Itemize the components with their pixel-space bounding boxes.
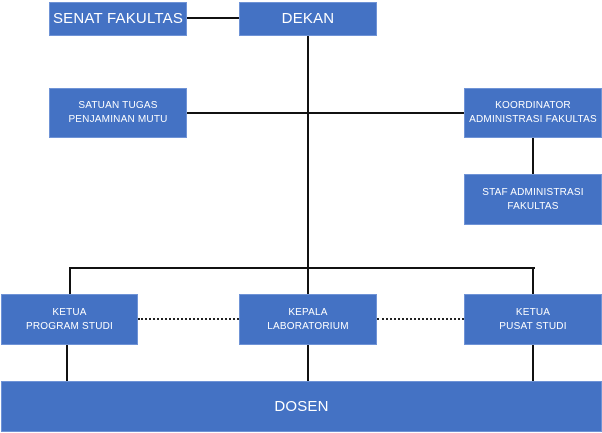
node-kepala-laboratorium: KEPALA LABORATORIUM	[239, 294, 377, 345]
connector-kaprodi-up	[69, 267, 71, 294]
node-senat-fakultas: SENAT FAKULTAS	[49, 2, 187, 36]
connector-koordinator-staf	[532, 138, 534, 174]
node-satuan-tugas: SATUAN TUGAS PENJAMINAN MUTU	[49, 88, 187, 138]
connector-kaprodi-dosen	[66, 345, 68, 381]
dotted-connector-right	[377, 318, 464, 320]
dotted-connector-left	[138, 318, 239, 320]
node-dosen: DOSEN	[1, 381, 602, 432]
node-label: KOORDINATOR ADMINISTRASI FAKULTAS	[469, 100, 597, 125]
connector-kalab-dosen	[307, 345, 309, 381]
node-label: DOSEN	[274, 397, 329, 415]
node-dekan: DEKAN	[239, 2, 377, 36]
node-label: KETUA PUSAT STUDI	[499, 306, 567, 332]
connector-kapusat-up	[532, 267, 534, 294]
connector-senat-dekan	[187, 17, 239, 19]
node-label: KETUA PROGRAM STUDI	[25, 306, 114, 332]
connector-units-horizontal	[69, 267, 535, 269]
node-label: KEPALA LABORATORIUM	[267, 306, 349, 332]
node-label: SENAT FAKULTAS	[52, 10, 184, 27]
connector-kapusat-dosen	[532, 345, 534, 381]
connector-main-vertical	[307, 35, 309, 295]
connector-staff-horizontal	[187, 112, 464, 114]
node-label: STAF ADMINISTRASI FAKULTAS	[482, 186, 584, 212]
node-label: SATUAN TUGAS PENJAMINAN MUTU	[68, 100, 168, 125]
node-label: DEKAN	[281, 10, 335, 27]
node-ketua-pusat-studi: KETUA PUSAT STUDI	[464, 294, 602, 345]
node-koordinator-administrasi: KOORDINATOR ADMINISTRASI FAKULTAS	[464, 88, 602, 138]
node-staf-administrasi: STAF ADMINISTRASI FAKULTAS	[464, 174, 602, 225]
node-ketua-program-studi: KETUA PROGRAM STUDI	[1, 294, 138, 345]
